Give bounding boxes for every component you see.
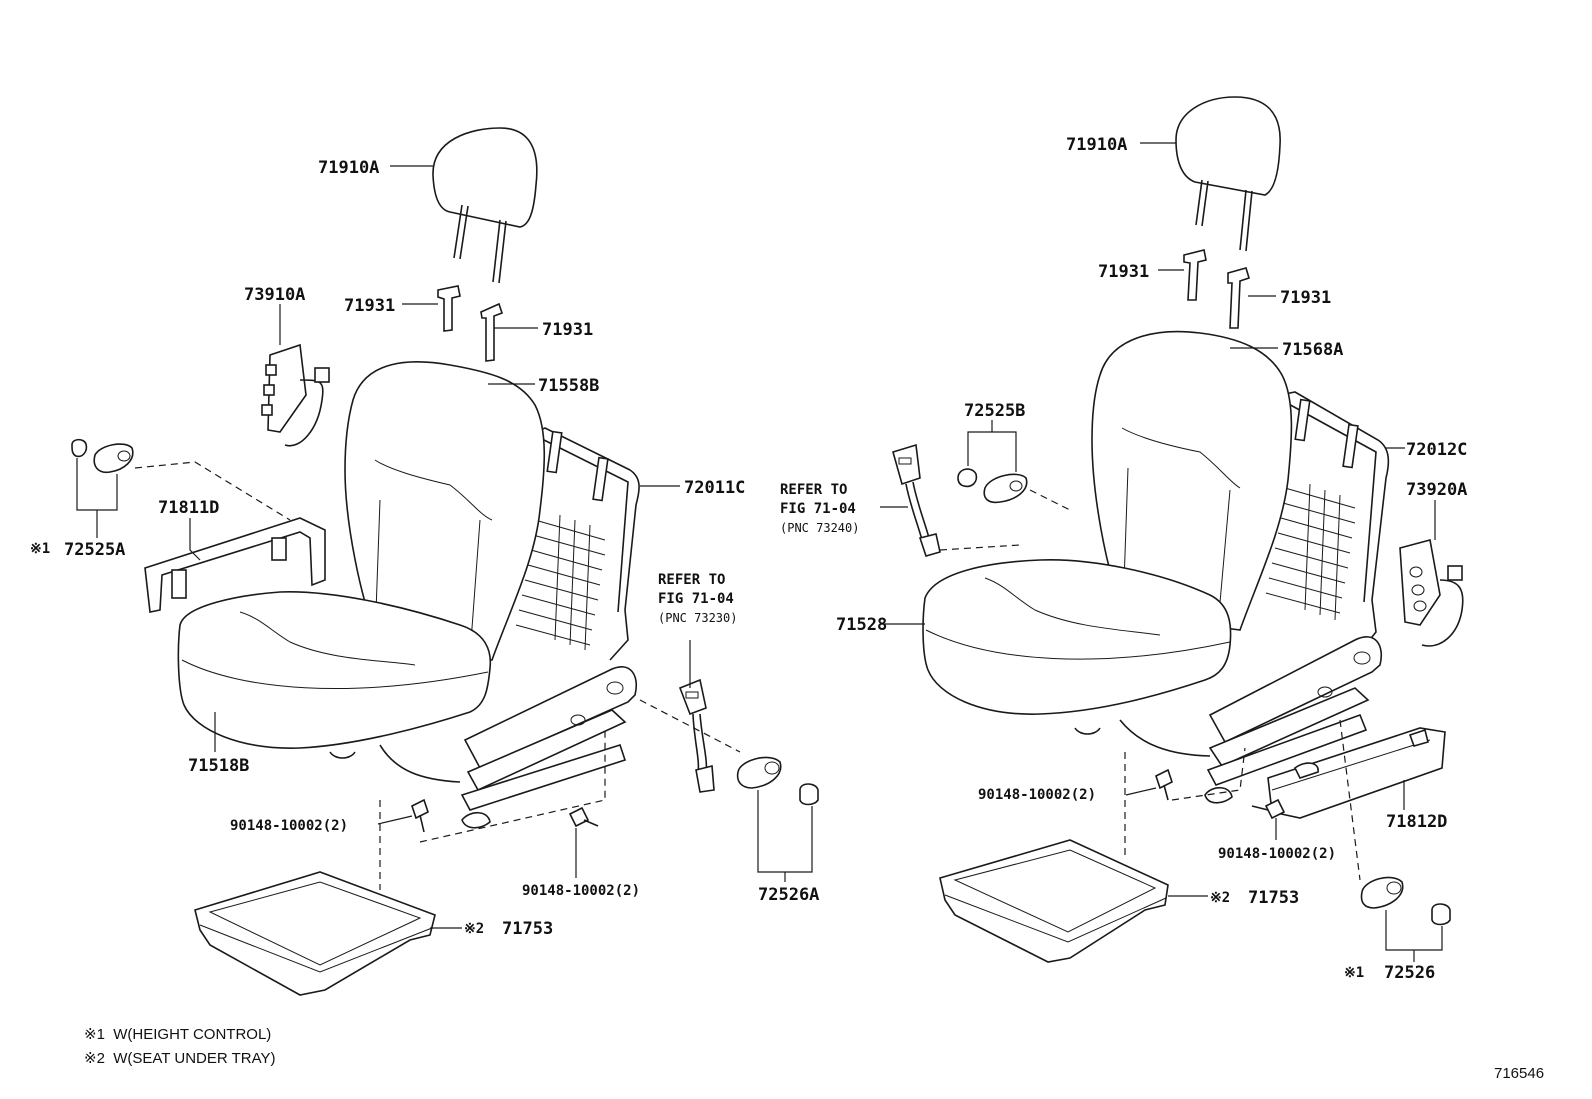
left-label-cover-cap-mark: ※1 <box>30 541 50 557</box>
right-label-tray-mark: ※2 <box>1210 890 1230 906</box>
right-label-knob-cap: 72526 <box>1384 963 1435 983</box>
right-label-guide-2: 71931 <box>1280 288 1331 308</box>
left-knob-cap <box>736 756 819 882</box>
left-labels: 71910A 73910A 71931 71931 71558B 72011C … <box>30 158 819 939</box>
left-label-tray-mark: ※2 <box>464 921 484 937</box>
right-label-back-frame: 72012C <box>1406 440 1467 460</box>
left-back-cover <box>344 361 546 661</box>
right-seat-track <box>1074 636 1382 804</box>
right-label-guide-1: 71931 <box>1098 262 1149 282</box>
left-headrest-guides <box>437 285 504 362</box>
left-label-guide-2: 71931 <box>542 320 593 340</box>
right-label-back-cover: 71568A <box>1282 340 1343 360</box>
right-headrest-guides <box>1183 249 1250 329</box>
right-seat-assembly <box>880 96 1464 963</box>
right-back-frame <box>1265 391 1390 653</box>
left-label-belt-pnc: (PNC 73230) <box>658 611 737 625</box>
right-bolts <box>1155 768 1286 820</box>
left-headrest <box>432 127 538 284</box>
footnote-seat-under-tray: ※2 W(SEAT UNDER TRAY) <box>84 1050 275 1067</box>
left-label-switch: 73910A <box>244 285 305 305</box>
right-under-tray <box>939 839 1169 963</box>
left-label-back-cover: 71558B <box>538 376 599 396</box>
left-label-bolt-1: 90148-10002(2) <box>230 818 348 834</box>
left-belt-buckle <box>678 640 715 793</box>
footnote-height-control: ※1 W(HEIGHT CONTROL) <box>84 1026 271 1043</box>
right-label-side-shield: 71812D <box>1386 812 1447 832</box>
right-label-cover-cap: 72525B <box>964 401 1025 421</box>
right-label-belt-ref-2: FIG 71-04 <box>780 501 856 517</box>
right-knob-cap <box>1360 876 1451 962</box>
right-labels: 71910A 71931 71931 71568A 72525B 72012C … <box>780 135 1467 983</box>
left-seat-assembly <box>71 127 819 996</box>
right-label-switch: 73920A <box>1406 480 1467 500</box>
footnotes: ※1 W(HEIGHT CONTROL) ※2 W(SEAT UNDER TRA… <box>84 1026 275 1067</box>
figure-id: 716546 <box>1494 1065 1544 1082</box>
left-label-headrest: 71910A <box>318 158 379 178</box>
right-switch <box>1399 539 1464 647</box>
right-label-headrest: 71910A <box>1066 135 1127 155</box>
left-label-guide-1: 71931 <box>344 296 395 316</box>
left-label-bolt-2: 90148-10002(2) <box>522 883 640 899</box>
left-label-knob-cap: 72526A <box>758 885 819 905</box>
right-headrest <box>1175 96 1281 252</box>
left-label-tray: 71753 <box>502 919 553 939</box>
left-cover-cap <box>71 438 134 538</box>
left-bolts <box>411 798 599 833</box>
left-seat-track <box>329 666 637 829</box>
right-label-tray: 71753 <box>1248 888 1299 908</box>
left-label-cushion: 71518B <box>188 756 249 776</box>
left-back-frame <box>515 427 640 661</box>
right-cover-cap <box>957 420 1028 504</box>
left-cushion <box>177 591 492 749</box>
right-label-cushion: 71528 <box>836 615 887 635</box>
left-under-tray <box>194 871 436 996</box>
right-back-cover <box>1091 330 1293 631</box>
right-label-knob-cap-mark: ※1 <box>1344 965 1364 981</box>
right-cushion <box>922 559 1232 715</box>
left-label-back-frame: 72011C <box>684 478 745 498</box>
left-side-shield <box>144 517 326 613</box>
left-label-cover-cap: 72525A <box>64 540 125 560</box>
right-label-bolt-2: 90148-10002(2) <box>1218 846 1336 862</box>
left-label-side-shield: 71811D <box>158 498 219 518</box>
left-label-belt-ref-2: FIG 71-04 <box>658 591 734 607</box>
right-label-bolt-1: 90148-10002(2) <box>978 787 1096 803</box>
right-label-belt-ref-1: REFER TO <box>780 482 847 498</box>
left-switch <box>261 343 330 447</box>
left-label-belt-ref-1: REFER TO <box>658 572 725 588</box>
right-belt-buckle <box>892 443 941 557</box>
right-label-belt-pnc: (PNC 73240) <box>780 521 859 535</box>
